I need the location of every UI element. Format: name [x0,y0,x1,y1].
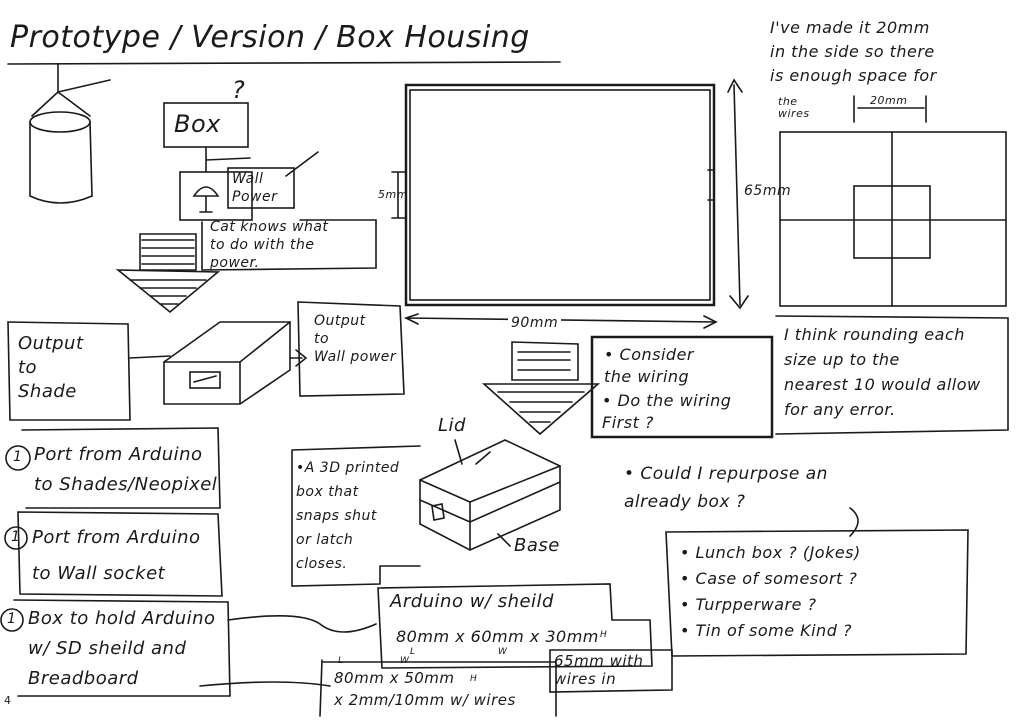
output-to-wall: Output to Wall power [314,313,397,365]
rounding-box [775,315,1009,435]
the-wires-label: the wires [778,95,810,120]
rounding-note: I think rounding each size up to the nea… [784,325,981,419]
task-number: 1 [7,611,17,627]
task-text: Box to hold Arduino w/ SD sheild and Bre… [28,608,216,689]
down-arrow-1 [115,233,221,314]
printed-box-note: •A 3D printed box that snaps shut or lat… [296,460,400,572]
dim-letter: L [410,647,416,657]
dim-65mm: 65mm [744,183,792,199]
output-wall-box [297,301,405,397]
arduino-box [377,583,653,669]
dim-letter: W [498,647,508,657]
breadboard-dims: 80mm x 50mm x 2mm/10mm w/ wires [334,669,516,709]
wires-note: 65mm with wires in [554,652,644,688]
down-arrow-2 [481,341,601,436]
lamp-shade-drawing [29,63,111,204]
repurpose-option: • Turpperware ? [680,595,817,614]
base-label: Base [514,535,560,556]
plug-drawing [179,151,319,221]
dim-5mm: 5mm [378,188,408,201]
arduino-dims: 80mm x 60mm x 30mm [396,627,599,646]
task-number: 1 [11,529,21,545]
cat-note: Cat knows what to do with the power. [210,219,329,271]
wall-power-label: Wall Power [232,171,278,205]
box-label: Box [174,110,221,138]
output-to-shade: Output to Shade [18,333,84,402]
dim-letter: H [470,674,478,684]
page-number: 4 [4,694,12,707]
wiring-note-1: • Consider the wiring [604,345,694,386]
task-text: Port from Arduino to Wall socket [32,527,201,584]
isometric-box-2 [419,439,561,551]
housing-front-view [391,78,749,329]
repurpose-box [665,529,969,657]
task-text: Port from Arduino to Shades/Neopixel [34,444,218,495]
task-box-3 [13,599,231,697]
task-box-2 [17,511,223,597]
dim-letter: W [400,656,410,666]
task-box-1 [21,427,221,509]
arduino-title: Arduino w/ sheild [390,591,554,612]
dim-letter: L [338,656,344,666]
output-shade-box [7,321,131,421]
cat-note-box [201,219,377,271]
repurpose-option: • Case of somesort ? [680,569,858,588]
box-question: ? [232,76,246,104]
lid-label: Lid [438,415,466,436]
dim-letter: H [600,630,608,640]
wiring-note-2: • Do the wiring First ? [602,391,732,432]
isometric-box-1 [163,321,291,405]
side-note: I've made it 20mm in the side so there i… [770,18,937,85]
repurpose-option: • Tin of some Kind ? [680,621,852,640]
wires-note-box [549,649,673,693]
dim-90mm: 90mm [508,314,562,332]
title-underline [7,61,561,65]
dim-20mm: 20mm [870,94,908,107]
wiring-box [590,335,774,439]
page-title: Prototype / Version / Box Housing [10,20,530,55]
task-number: 1 [13,449,23,465]
housing-top-view [779,95,1007,307]
repurpose-note: • Could I repurpose an already box ? [624,464,828,512]
repurpose-option: • Lunch box ? (Jokes) [680,543,861,562]
